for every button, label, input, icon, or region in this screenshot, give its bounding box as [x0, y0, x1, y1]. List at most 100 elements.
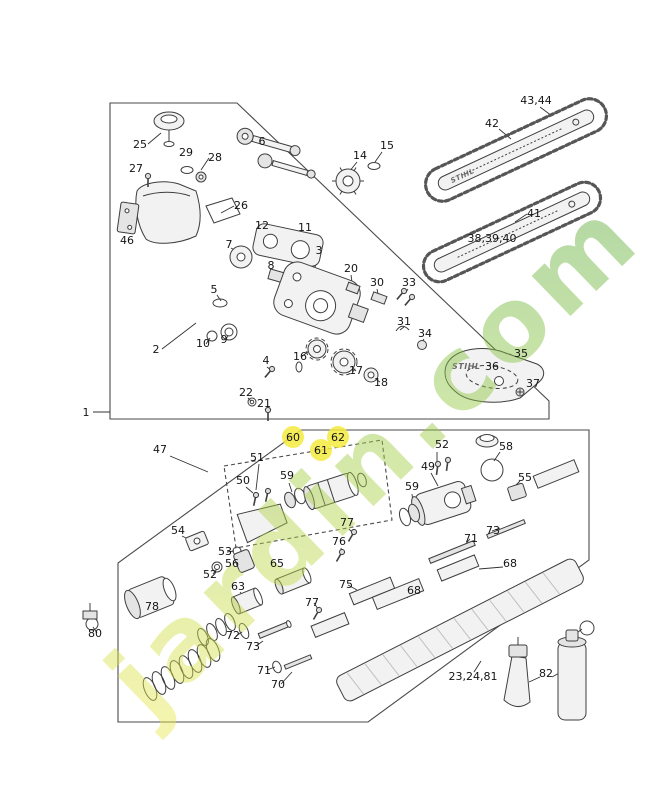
highlight-marker — [282, 426, 304, 448]
part-label-15: 15 — [380, 139, 394, 152]
part-label-1: 1 — [83, 406, 90, 419]
clamp-54-drawing — [185, 530, 209, 552]
screw-33-drawing — [394, 286, 409, 302]
part-label-77: 77 — [305, 596, 319, 609]
gearhead-49-drawing — [411, 481, 477, 526]
gear-shafts-drawing — [236, 127, 316, 179]
ring-5-drawing — [212, 298, 228, 308]
part-label-77: 77 — [340, 516, 354, 529]
part-label-54: 54 — [171, 524, 185, 537]
chain-sprocket-drawing — [332, 162, 381, 195]
saw-chain-lower-drawing — [421, 180, 603, 284]
fuel-tank-assembly-drawing — [116, 111, 241, 244]
lower-section — [82, 429, 595, 723]
part-label-5: 5 — [211, 283, 218, 296]
part-label-58: 58 — [499, 440, 513, 453]
ring-72-drawing — [238, 622, 250, 640]
shaft-segment-drawing — [310, 612, 350, 638]
drive-tube-drawing — [336, 558, 584, 702]
fuel-tank-drawing — [135, 181, 201, 244]
part-label-36: 36 — [485, 360, 499, 373]
bearing-9-drawing — [220, 323, 238, 341]
part-label-72: 72 — [226, 629, 240, 642]
highlight-marker — [310, 439, 332, 461]
rod-70-drawing — [283, 654, 313, 670]
part-label-53: 53 — [218, 545, 232, 558]
ring-71-drawing — [272, 660, 282, 674]
part-label-8: 8 — [268, 259, 275, 272]
spring-small-drawing — [197, 612, 236, 647]
cylinder-63-drawing — [231, 587, 263, 615]
part-label-33: 33 — [402, 276, 416, 289]
part-label-52: 52 — [203, 568, 217, 581]
bushing-59-drawing — [284, 491, 296, 509]
washer-36-drawing — [494, 376, 504, 386]
part-label-75: 75 — [339, 578, 353, 591]
part-label-26: 26 — [234, 199, 248, 212]
lower-outline — [117, 429, 590, 723]
cap-56-drawing — [233, 549, 255, 573]
screw-4-drawing — [262, 364, 277, 380]
tube-65-drawing — [274, 567, 312, 595]
part-label-52: 52 — [435, 438, 449, 451]
drive-rod-73-drawing — [486, 519, 526, 539]
ring-52-drawing — [211, 561, 223, 573]
part-label-68: 68 — [407, 584, 421, 597]
part-label-82: 82 — [539, 667, 553, 680]
gasket-26-drawing — [205, 197, 241, 224]
part-label-38-39-40: 38,39,40 — [468, 232, 517, 245]
part-label-51: 51 — [250, 451, 264, 464]
part-label-60: 60 — [286, 431, 300, 444]
part-label-73: 73 — [486, 524, 500, 537]
part-label-41: 41 — [527, 207, 541, 220]
part-label-21: 21 — [257, 397, 271, 410]
washer-10-drawing — [206, 330, 218, 342]
tube-segment-right-drawing — [532, 459, 580, 489]
part-label-62: 62 — [331, 431, 345, 444]
part-label-50: 50 — [236, 474, 250, 487]
part-label-70: 70 — [271, 678, 285, 691]
part-label-9: 9 — [221, 333, 228, 346]
part-label-14: 14 — [353, 149, 367, 162]
part-label-3: 3 — [316, 244, 323, 257]
part-label-10: 10 — [196, 337, 210, 350]
part-label-59: 59 — [280, 469, 294, 482]
part-label-59: 59 — [405, 480, 419, 493]
part-label-42: 42 — [485, 117, 499, 130]
part-label-61: 61 — [314, 444, 328, 457]
nut-34-drawing — [417, 340, 427, 350]
grease-tube-drawing — [503, 637, 531, 707]
part-label-20: 20 — [344, 262, 358, 275]
bracket-46-drawing — [116, 201, 140, 235]
part-label-65: 65 — [270, 557, 284, 570]
housing-3-drawing — [273, 261, 369, 335]
part-label-23-24-81: 23,24,81 — [449, 670, 498, 683]
part-label-76: 76 — [332, 535, 346, 548]
sprocket-cover-drawing: STIHL — [444, 348, 545, 403]
part-label-49: 49 — [421, 460, 435, 473]
part-label-18: 18 — [374, 376, 388, 389]
drive-rod-71-drawing — [428, 540, 476, 564]
part-label-71: 71 — [257, 664, 271, 677]
part-label-56: 56 — [225, 557, 239, 570]
bell-housing-78-drawing — [124, 576, 177, 620]
upper-section: STIHL STIHL — [93, 97, 609, 422]
o-ring-58-drawing — [480, 458, 504, 482]
clip-31-drawing — [395, 325, 410, 332]
coupler-housing-drawing — [236, 503, 288, 544]
part-label-43-44: 43,44 — [520, 94, 552, 107]
part-label-37: 37 — [526, 377, 540, 390]
shaft-segment-68b-drawing — [436, 554, 480, 582]
rod-73-drawing — [257, 620, 292, 639]
screw-33-drawing — [402, 292, 417, 308]
part-label-35: 35 — [514, 347, 528, 360]
part-label-11: 11 — [298, 221, 312, 234]
gearbox-assembly-drawing — [206, 223, 427, 422]
part-label-34: 34 — [418, 327, 432, 340]
guide-bar-lower-drawing — [433, 191, 591, 273]
part-label-73: 73 — [246, 640, 260, 653]
part-label-71: 71 — [464, 532, 478, 545]
guide-bar-upper-drawing: STIHL — [437, 109, 595, 191]
